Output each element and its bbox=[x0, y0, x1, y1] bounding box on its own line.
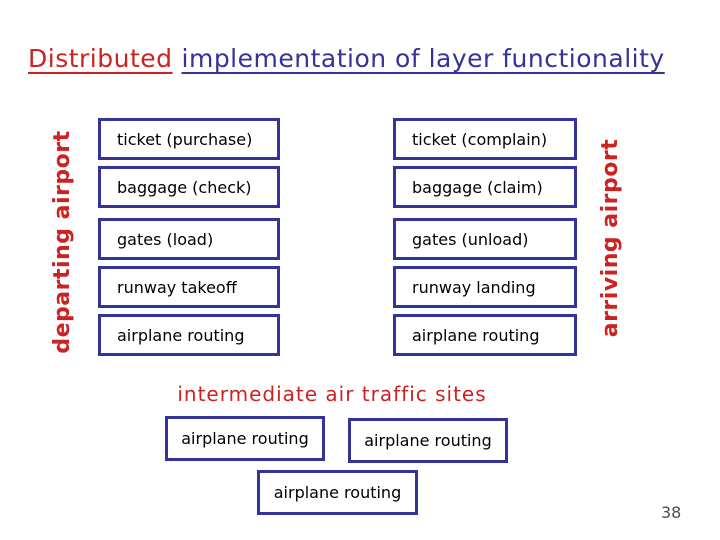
arriving-box-baggage: baggage (claim) bbox=[393, 166, 577, 208]
intermediate-routing-box-1: airplane routing bbox=[165, 416, 325, 461]
arriving-airport-label: arriving airport bbox=[598, 138, 623, 338]
intermediate-sites-label: intermediate air traffic sites bbox=[177, 382, 487, 406]
arriving-box-ticket: ticket (complain) bbox=[393, 118, 577, 160]
intermediate-routing-box-2: airplane routing bbox=[348, 418, 508, 463]
departing-airport-label: departing airport bbox=[50, 130, 75, 354]
title-highlight: Distributed bbox=[28, 44, 173, 73]
title-rest: implementation of layer functionality bbox=[181, 44, 665, 73]
departing-box-gates: gates (load) bbox=[98, 218, 280, 260]
departing-box-runway: runway takeoff bbox=[98, 266, 280, 308]
arriving-box-routing: airplane routing bbox=[393, 314, 577, 356]
arriving-box-runway: runway landing bbox=[393, 266, 577, 308]
departing-box-baggage: baggage (check) bbox=[98, 166, 280, 208]
page-number: 38 bbox=[661, 503, 682, 522]
arriving-box-gates: gates (unload) bbox=[393, 218, 577, 260]
departing-box-routing: airplane routing bbox=[98, 314, 280, 356]
intermediate-routing-box-3: airplane routing bbox=[257, 470, 418, 515]
page-title: Distributed implementation of layer funct… bbox=[28, 44, 665, 73]
departing-box-ticket: ticket (purchase) bbox=[98, 118, 280, 160]
